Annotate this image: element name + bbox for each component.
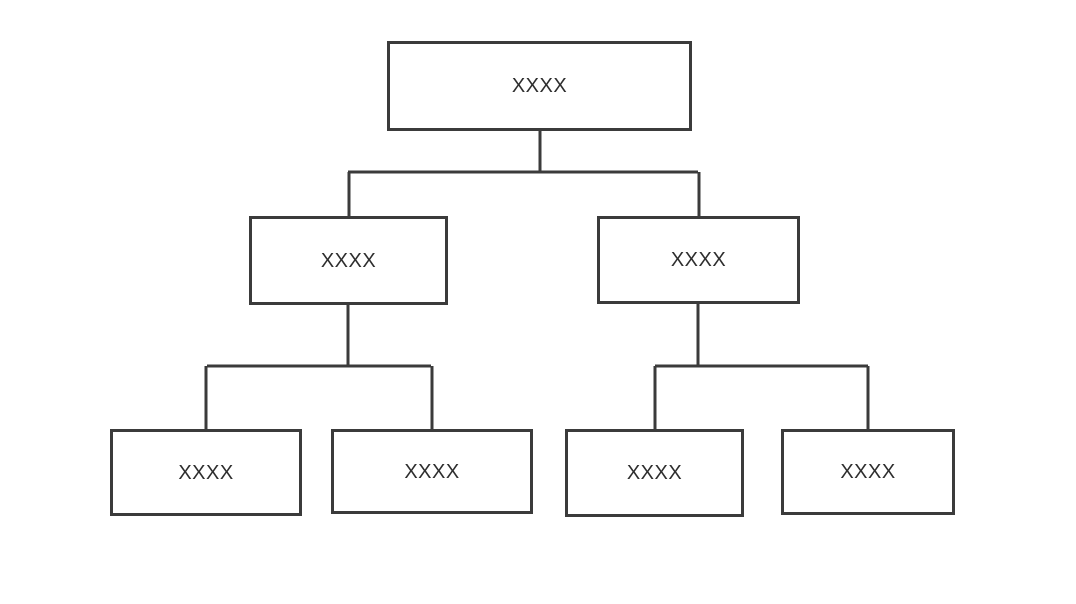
- node-label: XXXX: [404, 460, 460, 483]
- edge-l2left-to-leaves: [204, 305, 434, 429]
- node-l2-right[interactable]: XXXX: [597, 216, 800, 304]
- node-l3-3[interactable]: XXXX: [565, 429, 744, 517]
- node-label: XXXX: [670, 249, 727, 271]
- node-l3-4[interactable]: XXXX: [781, 429, 955, 515]
- node-label: XXXX: [840, 461, 896, 483]
- node-root[interactable]: XXXX: [387, 41, 692, 131]
- node-label: XXXX: [626, 462, 683, 484]
- node-l3-2[interactable]: XXXX: [331, 429, 533, 514]
- edge-root-to-level2: [347, 131, 701, 216]
- edge-l2right-to-leaves: [653, 304, 870, 429]
- node-l2-left[interactable]: XXXX: [249, 216, 448, 305]
- node-l3-1[interactable]: XXXX: [110, 429, 302, 516]
- node-label: XXXX: [178, 461, 234, 484]
- node-label: XXXX: [320, 249, 377, 272]
- node-label: XXXX: [511, 75, 568, 97]
